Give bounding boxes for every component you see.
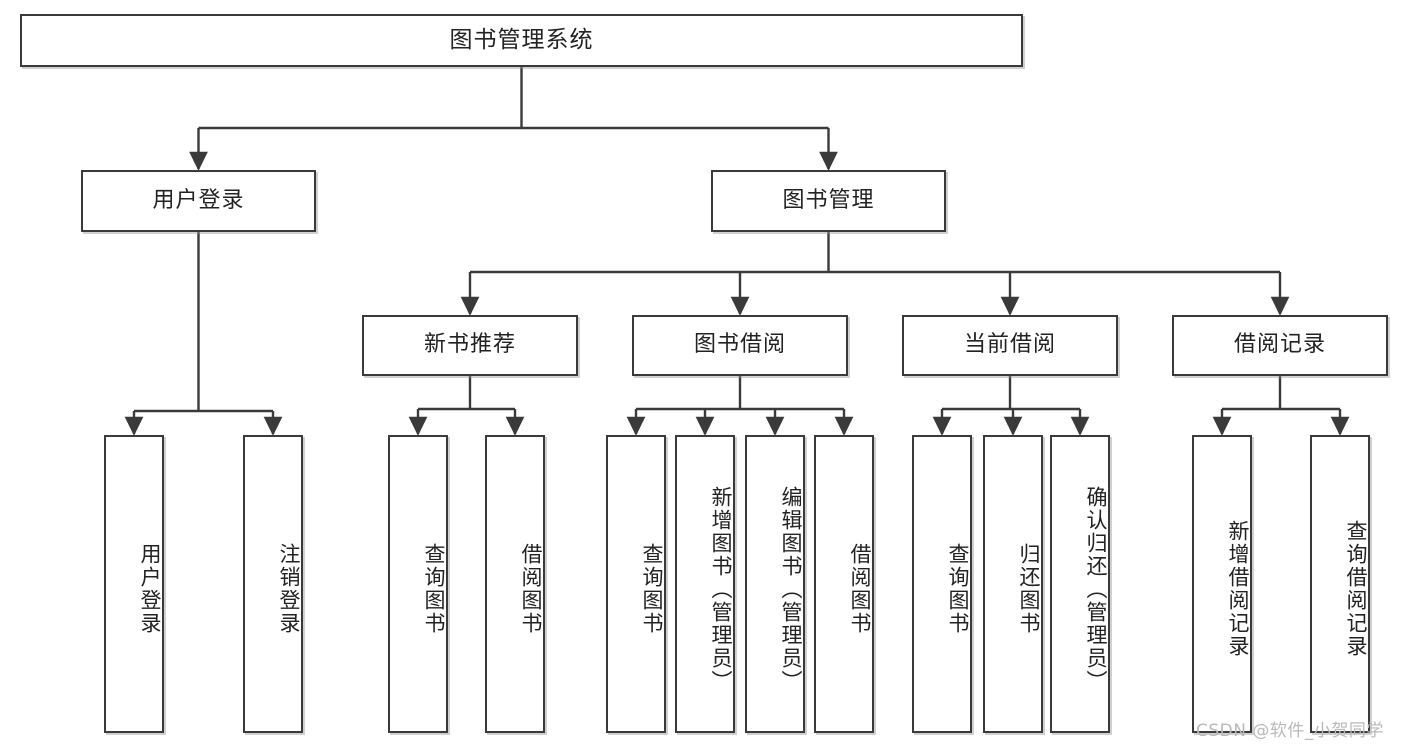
- node-label: 用户登录: [138, 543, 162, 635]
- node-label: 新书推荐: [423, 332, 516, 358]
- node-leaf-bb-edit[interactable]: 编辑图书（管理员）: [745, 435, 805, 733]
- node-current-borrow[interactable]: 当前借阅: [902, 315, 1118, 376]
- node-label: 借阅图书: [848, 543, 872, 635]
- node-label: 新增图书（管理员）: [709, 485, 733, 693]
- node-label: 注销登录: [277, 543, 301, 635]
- node-label: 查询图书: [422, 543, 446, 635]
- node-label: 确认归还（管理员）: [1084, 485, 1108, 693]
- node-leaf-br-add[interactable]: 新增借阅记录: [1192, 435, 1252, 733]
- node-label: 查询图书: [946, 543, 970, 635]
- node-leaf-rec-borrow[interactable]: 借阅图书: [485, 435, 545, 733]
- node-label: 编辑图书（管理员）: [779, 485, 803, 693]
- node-label: 归还图书: [1017, 543, 1041, 635]
- node-leaf-rec-query[interactable]: 查询图书: [388, 435, 448, 733]
- node-book-borrow[interactable]: 图书借阅: [632, 315, 848, 376]
- node-label: 图书借阅: [693, 332, 786, 358]
- node-borrow-record[interactable]: 借阅记录: [1172, 315, 1388, 376]
- node-leaf-br-query[interactable]: 查询借阅记录: [1310, 435, 1370, 733]
- node-leaf-logout[interactable]: 注销登录: [243, 435, 303, 733]
- node-leaf-cb-query[interactable]: 查询图书: [912, 435, 972, 733]
- node-leaf-bb-query[interactable]: 查询图书: [606, 435, 666, 733]
- node-label: 图书管理系统: [449, 26, 594, 53]
- node-leaf-cb-confirm[interactable]: 确认归还（管理员）: [1050, 435, 1110, 733]
- node-leaf-user-login[interactable]: 用户登录: [104, 435, 164, 733]
- node-new-book-rec[interactable]: 新书推荐: [362, 315, 578, 376]
- node-leaf-bb-borrow[interactable]: 借阅图书: [814, 435, 874, 733]
- node-root[interactable]: 图书管理系统: [20, 14, 1023, 67]
- node-label: 当前借阅: [963, 332, 1056, 358]
- node-user-login[interactable]: 用户登录: [81, 170, 316, 232]
- node-label: 借阅图书: [519, 543, 543, 635]
- node-label: 新增借阅记录: [1226, 520, 1250, 658]
- node-label: 用户登录: [152, 187, 245, 213]
- node-leaf-bb-add[interactable]: 新增图书（管理员）: [675, 435, 735, 733]
- node-book-manage[interactable]: 图书管理: [711, 170, 946, 232]
- node-label: 借阅记录: [1233, 332, 1326, 358]
- node-leaf-cb-return[interactable]: 归还图书: [983, 435, 1043, 733]
- node-label: 查询借阅记录: [1344, 520, 1368, 658]
- node-label: 查询图书: [640, 543, 664, 635]
- node-label: 图书管理: [782, 187, 875, 213]
